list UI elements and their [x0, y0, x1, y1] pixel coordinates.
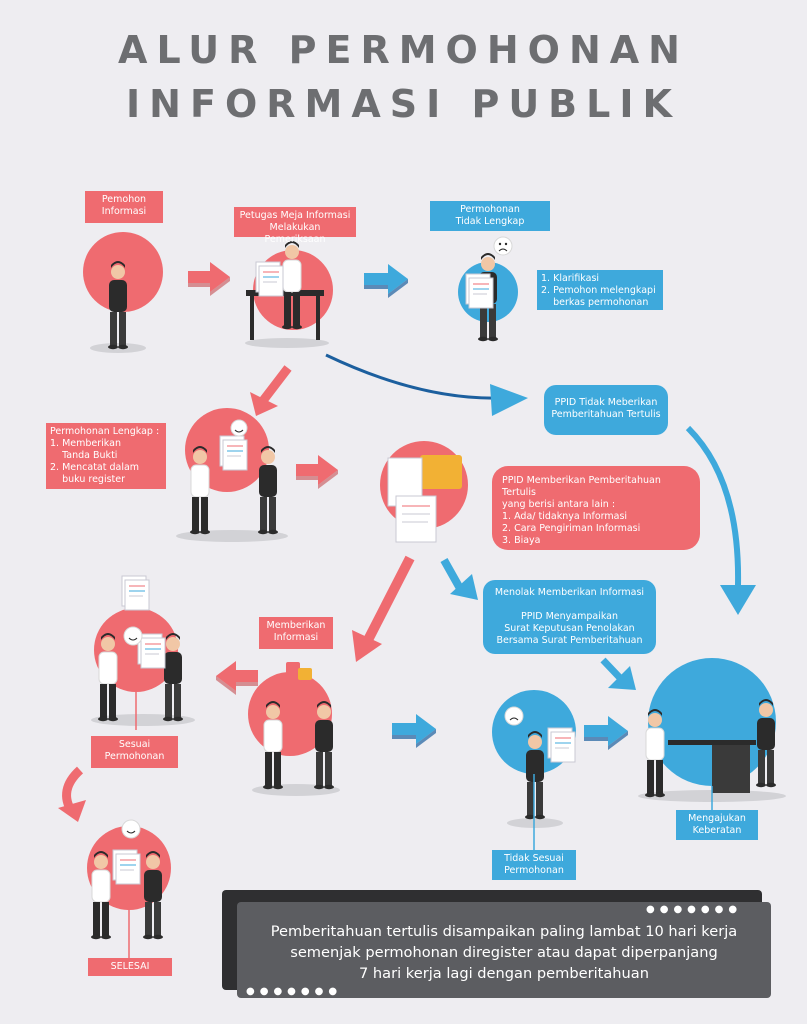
label-tidak-sesuai: Tidak Sesuai Permohonan	[492, 850, 576, 880]
curve-arrow-keberatan	[685, 425, 742, 586]
page-title-line2: INFORMASI PUBLIK	[126, 82, 681, 126]
label-petugas: Petugas Meja Informasi Melakukan Pemerik…	[234, 207, 356, 245]
sad-face-icon	[493, 236, 513, 256]
arrow-right-keberatan	[584, 716, 628, 750]
smile-face-icon	[230, 419, 248, 437]
documents-icon	[112, 849, 141, 885]
desk	[668, 740, 756, 745]
shadow	[245, 338, 329, 348]
shadow	[90, 343, 146, 353]
folder-icon	[420, 455, 462, 489]
curve-arrow-ppid-tidak	[325, 353, 501, 400]
note-dots-bottom: ●●●●●●●	[246, 986, 343, 997]
arrow-left-sesuai	[216, 661, 258, 695]
documents-icon	[219, 435, 248, 471]
smile-face-icon	[123, 626, 143, 646]
note-dots-top: ●●●●●●●	[646, 904, 743, 915]
documents-icon	[121, 575, 150, 611]
arrow-down-lengkap	[258, 365, 292, 405]
label-menolak: Menolak Memberikan Informasi PPID Menyam…	[483, 580, 656, 654]
arrow-down-memberikan	[363, 555, 415, 643]
sad-face-icon	[504, 706, 524, 726]
label-selesai: SELESAI	[88, 958, 172, 976]
label-tidak-lengkap: Permohonan Tidak Lengkap	[430, 201, 550, 231]
note-text: Pemberitahuan tertulis disampaikan palin…	[270, 923, 738, 982]
arrow-right-tidak-sesuai	[392, 714, 436, 748]
documents-icon	[465, 273, 494, 309]
tidak-lengkap-items: 1. Klarifikasi 2. Pemohon melengkapi ber…	[537, 270, 663, 310]
arrow-right-2	[364, 264, 408, 298]
label-pemohon: Pemohon Informasi	[85, 191, 163, 223]
documents-icon	[137, 633, 166, 669]
speech-icon	[286, 662, 300, 674]
arrow-right-1	[188, 262, 230, 296]
note-box: Pemberitahuan tertulis disampaikan palin…	[237, 902, 771, 998]
documents-icon	[547, 727, 576, 763]
label-lengkap: Permohonan Lengkap : 1. Memberikan Tanda…	[46, 423, 166, 489]
label-keberatan: Mengajukan Keberatan	[676, 810, 758, 840]
label-ppid-tidak: PPID Tidak Meberikan Pemberitahuan Tertu…	[544, 385, 668, 435]
label-ppid-memberikan: PPID Memberikan Pemberitahuan Tertulis y…	[492, 466, 700, 550]
smile-face-icon	[121, 819, 141, 839]
arrow-right-3	[296, 455, 338, 489]
label-sesuai: Sesuai Permohonan	[91, 736, 178, 768]
label-memberikan-informasi: Memberikan Informasi	[259, 617, 333, 649]
documents-icon	[255, 261, 284, 297]
page-title-line1: ALUR PERMOHONAN	[118, 28, 689, 72]
